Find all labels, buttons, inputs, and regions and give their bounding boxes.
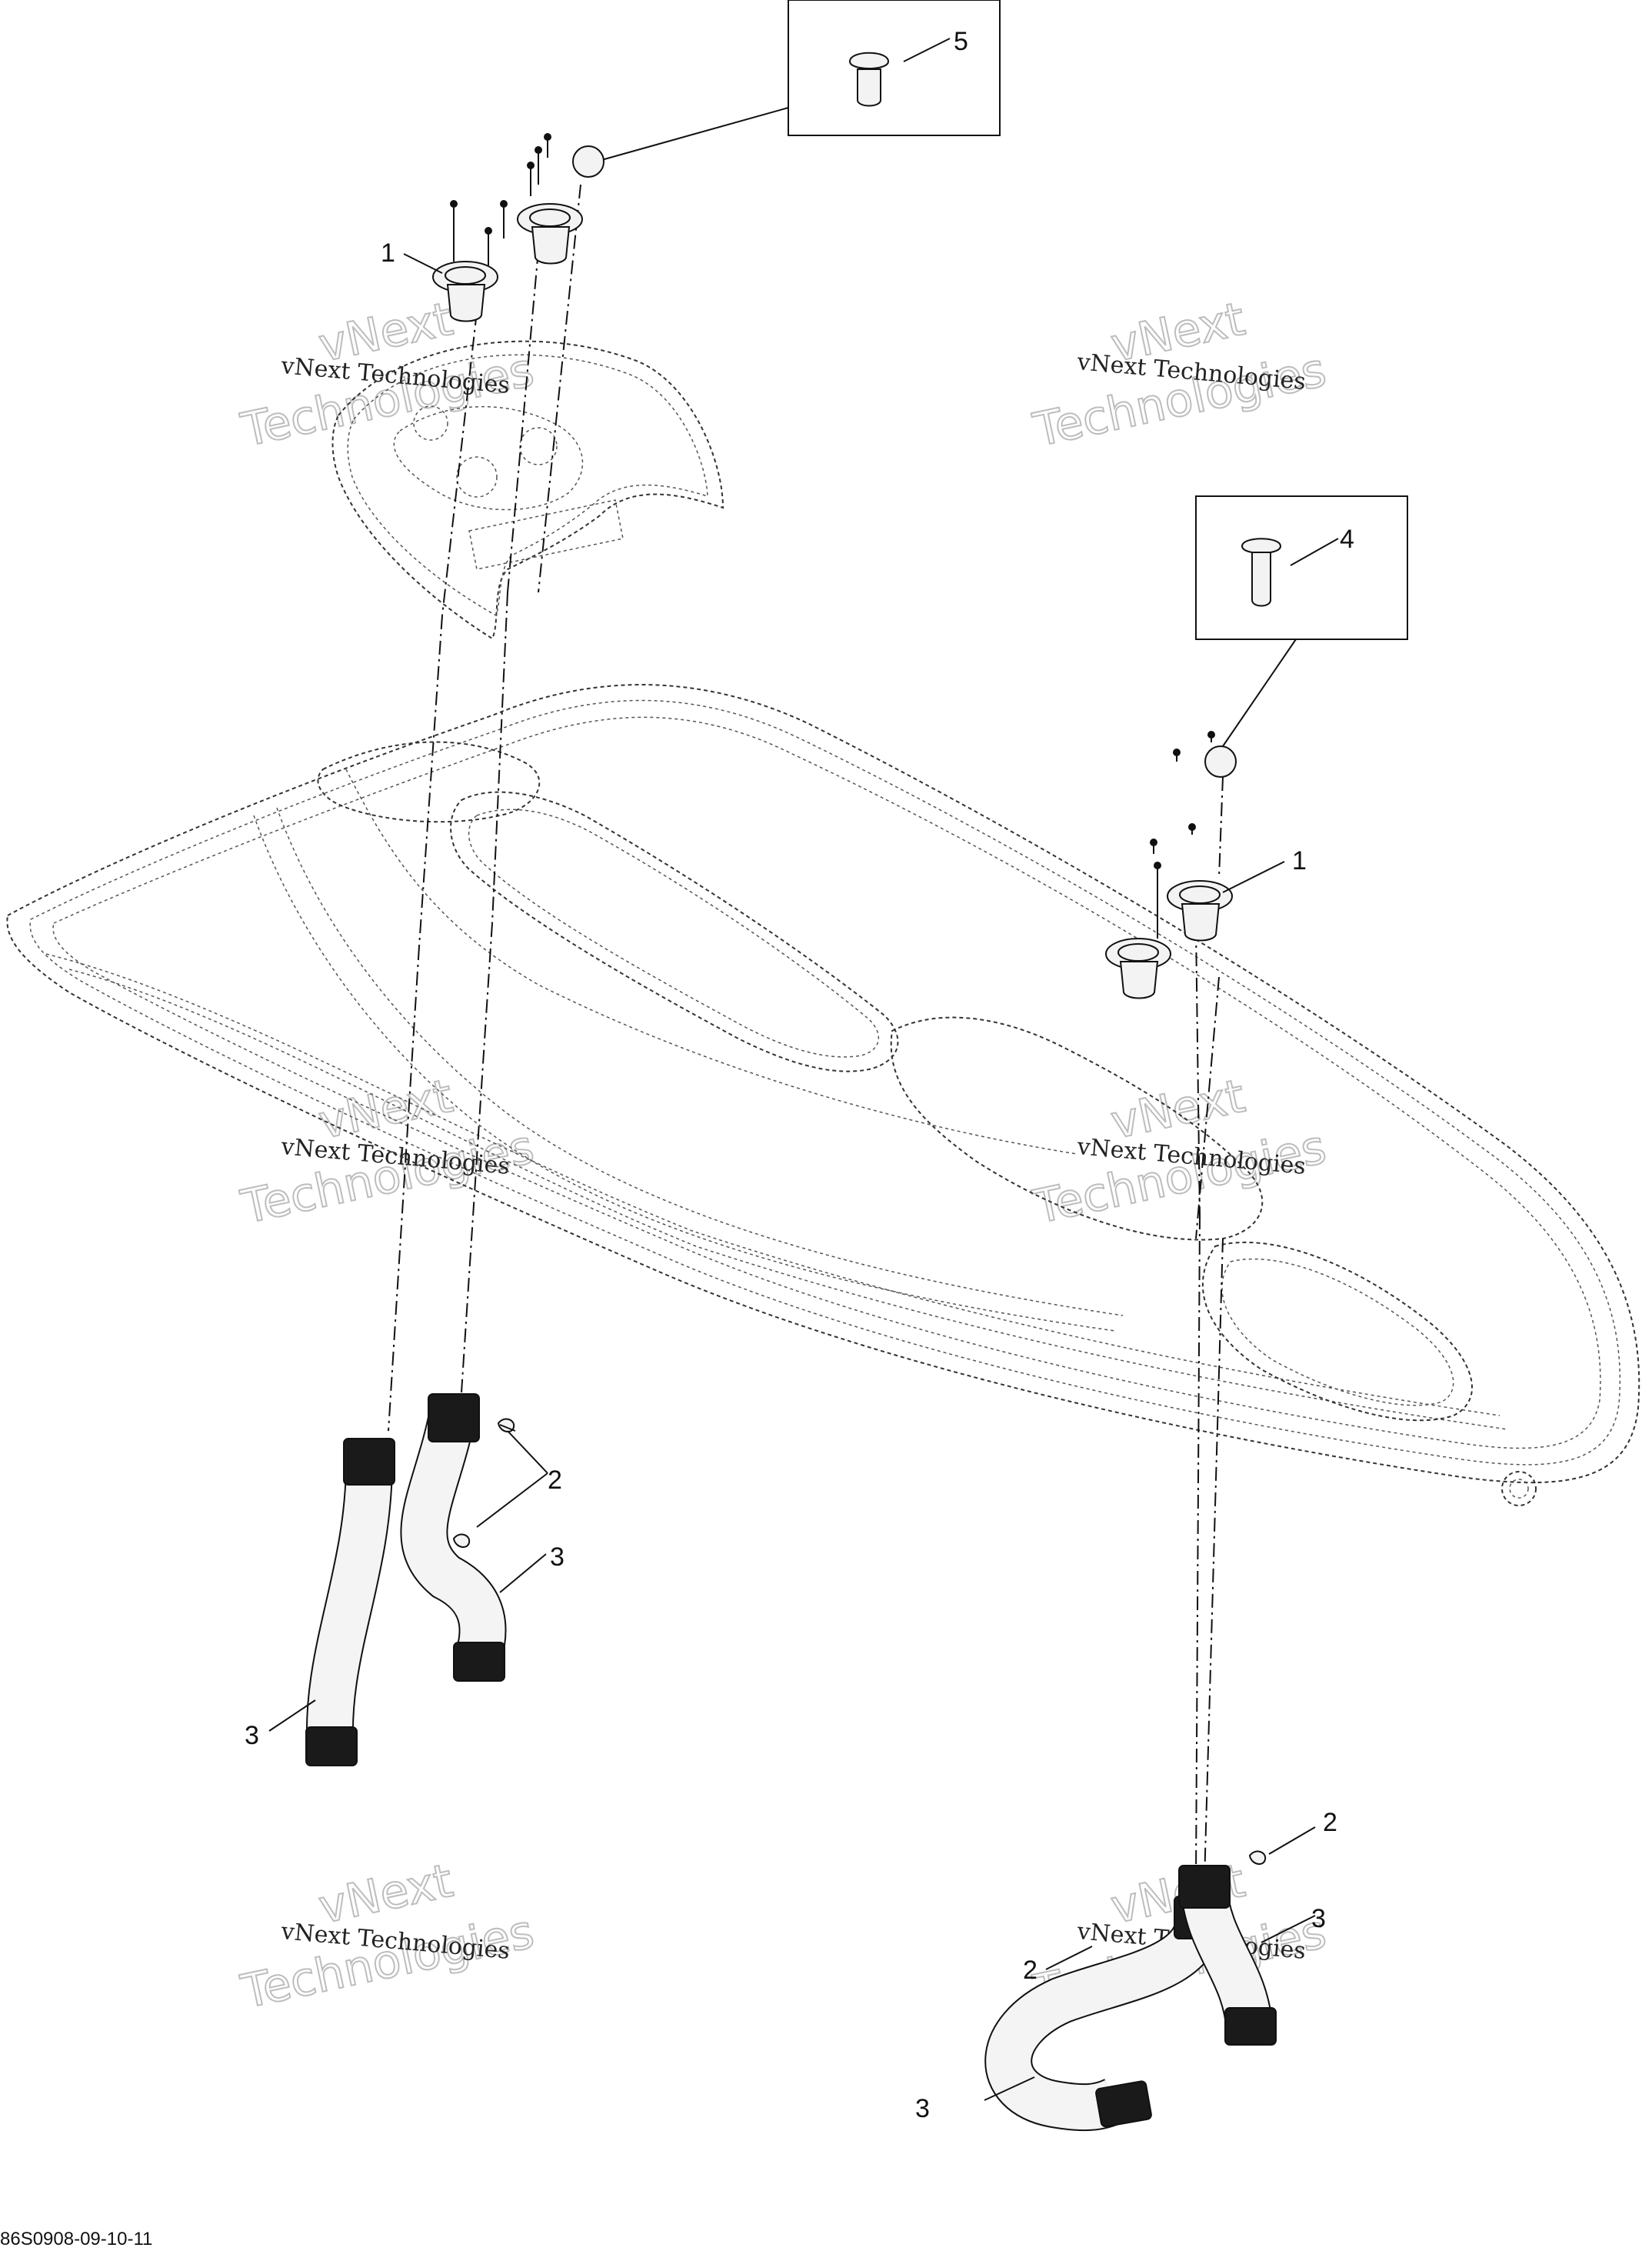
- callout-part-1: 1: [381, 238, 395, 268]
- callout-part-3: 3: [915, 2094, 930, 2123]
- rear-seat-cowl: [331, 340, 724, 640]
- drawing-code: 86S0908-09-10-11: [0, 2229, 152, 2249]
- tube-left-a: [305, 1438, 395, 1766]
- callout-part-2: 2: [548, 1466, 562, 1495]
- tube-right-b: [1178, 1865, 1277, 2046]
- callout-part-2: 2: [1023, 1956, 1037, 1985]
- callout-part-5: 5: [954, 27, 968, 56]
- callout-part-1: 1: [1292, 846, 1307, 875]
- watermark-mid-right: vNext Technologies vNext Technologies: [1028, 1069, 1332, 1236]
- plug-body-icon: [1251, 552, 1271, 607]
- alignment-lines: [388, 184, 1224, 1909]
- plug-body-icon: [857, 68, 881, 107]
- callout-part-3: 3: [550, 1542, 565, 1572]
- callout-part-3: 3: [245, 1721, 259, 1750]
- detail-box-part-5: [595, 0, 1001, 162]
- vent-fitting-top-right: [517, 203, 583, 265]
- callout-part-4: 4: [1340, 525, 1354, 554]
- tube-left-b: [400, 1393, 507, 1682]
- watermark-top-right: vNext Technologies vNext Technologies: [1028, 292, 1332, 459]
- callout-labels: 5 1 4 1 2 3 3 2 3 2 3 2: [245, 27, 1354, 2123]
- screws: [450, 133, 1267, 1865]
- watercraft-hull: [6, 684, 1640, 1506]
- callout-part-3: 3: [1311, 1904, 1326, 1933]
- leader-lines: [268, 38, 1339, 2101]
- callout-part-2: 2: [1323, 1808, 1337, 1837]
- vent-fitting-front-lower: [1105, 938, 1171, 999]
- watermark-bottom-left: vNext Technologies vNext Technologies: [236, 1853, 540, 2020]
- vent-fitting-front-upper: [1167, 880, 1233, 942]
- cap-icon: [1204, 745, 1237, 778]
- cap-icon: [572, 145, 605, 178]
- detail-box-part-4: [1195, 495, 1408, 747]
- watermark-mid-left: vNext Technologies vNext Technologies: [236, 1069, 540, 1236]
- vent-fitting-top-left: [432, 261, 498, 322]
- plug-cap-icon: [1241, 538, 1282, 554]
- plug-cap-icon: [848, 52, 890, 69]
